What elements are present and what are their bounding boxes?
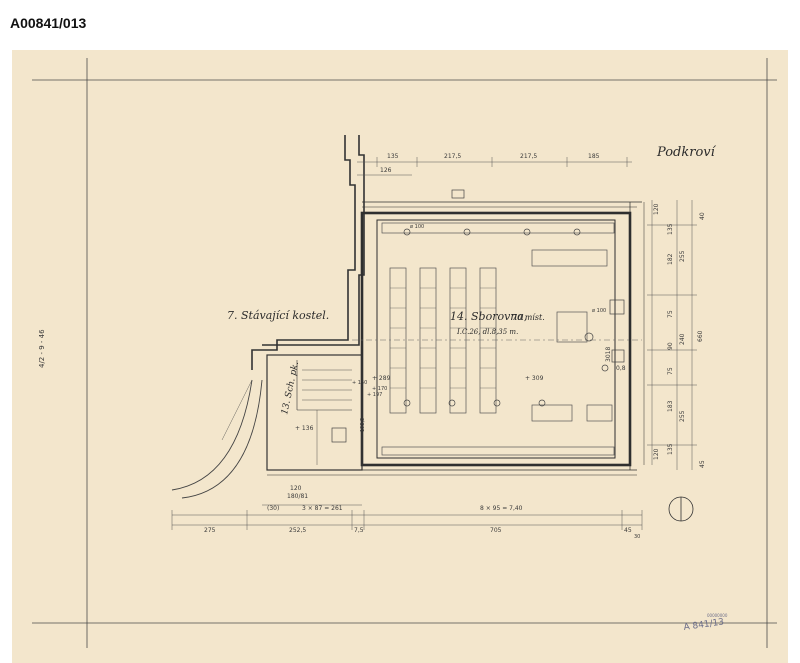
dim-bottom-chain-right: 8 × 95 = 7,40 (480, 505, 523, 512)
hall-capacity-label: 70 míst. (512, 313, 545, 322)
level-mark-5: + 309 (525, 375, 544, 382)
dim-right-small-2: 45 (699, 460, 706, 468)
dim-top-inner: 126 (380, 167, 392, 174)
level-mark-4: + 136 (295, 425, 314, 432)
dim-bottom-1: 275 (204, 527, 216, 534)
bottom-dimension-lines (171, 504, 643, 530)
building-walls (267, 201, 645, 476)
level-mark-6: + 197 (367, 392, 382, 398)
dim-top-1: 135 (387, 153, 399, 160)
dim-right-outer-3: 240 (679, 333, 686, 345)
dim-bottom-2: 252,5 (289, 527, 306, 534)
fixture-label-1: ø 100 (410, 224, 424, 230)
dim-bottom-4: 705 (490, 527, 502, 534)
stamp-small: 00000000 (707, 613, 728, 618)
dim-top-3: 217,5 (520, 153, 537, 160)
dim-right-inner-0: 135 (667, 223, 674, 235)
north-arrow (668, 496, 694, 522)
dim-right-inner-1: 182 (667, 253, 674, 265)
archive-id: A00841/013 (10, 15, 87, 31)
dim-bottom-small-2: 120 (290, 485, 302, 492)
bench-rows (381, 222, 615, 456)
hall-name-label: 14. Sborovna, (450, 310, 527, 323)
drawing-sheet: Podkroví 7. Stávající kostel. 14. Sborov… (12, 50, 788, 663)
staircase (266, 354, 363, 471)
fixture-label-2: ø 100 (592, 308, 606, 314)
dim-bottom-6: 30 (634, 534, 640, 540)
right-dimension-lines (647, 200, 697, 470)
dim-right-inner-2: 75 (667, 310, 674, 318)
dim-bottom-5: 45 (624, 527, 632, 534)
stair-label: 13. Sch. pk. (280, 361, 301, 416)
fixtures (331, 189, 625, 443)
dim-right-outer-1: 120 (653, 203, 660, 215)
hall-note-label: I.C.26, dl.8,35 m. (456, 328, 518, 336)
frame (32, 58, 777, 648)
level-mark-2: + 170 (372, 386, 387, 392)
dim-right-outer-5: 120 (653, 448, 660, 460)
dim-bottom-3: 7,5 (354, 527, 364, 534)
dim-right-inner-3: 90 (667, 342, 674, 350)
side-label: 4/2 - 9 - 46 (38, 329, 46, 368)
fixture-label-4: 0,8 (616, 365, 626, 372)
top-dimension-lines (357, 157, 632, 176)
level-mark-1: + 289 (372, 375, 391, 382)
fixture-label-3: 3018 (605, 347, 612, 362)
dim-right-inner-5: 183 (667, 400, 674, 412)
dim-top-2: 217,5 (444, 153, 461, 160)
dim-top-4: 185 (588, 153, 600, 160)
dim-right-outer-2: 255 (679, 250, 686, 262)
floor-plan: Podkroví 7. Stávající kostel. 14. Sborov… (32, 58, 777, 648)
dim-right-outer-4: 255 (679, 410, 686, 422)
dim-right-total: 660 (697, 330, 704, 342)
drawing-title: Podkroví (656, 145, 717, 160)
level-mark-3: + 150 (352, 380, 367, 386)
dim-bottom-small-3: 180/81 (287, 493, 308, 500)
dim-right-inner-6: 135 (667, 443, 674, 455)
stamp: A 841/13 (683, 617, 725, 633)
existing-church-label: 7. Stávající kostel. (227, 309, 329, 322)
dim-bottom-chain-left: 3 × 87 = 261 (302, 505, 343, 512)
dim-right-inner-4: 75 (667, 367, 674, 375)
dim-bottom-small-1: (30) (267, 505, 279, 512)
curved-wall (171, 379, 263, 499)
dim-right-small-1: 40 (699, 212, 706, 220)
church-wall (251, 135, 365, 370)
level-mark-7: 193,5 (360, 418, 366, 432)
